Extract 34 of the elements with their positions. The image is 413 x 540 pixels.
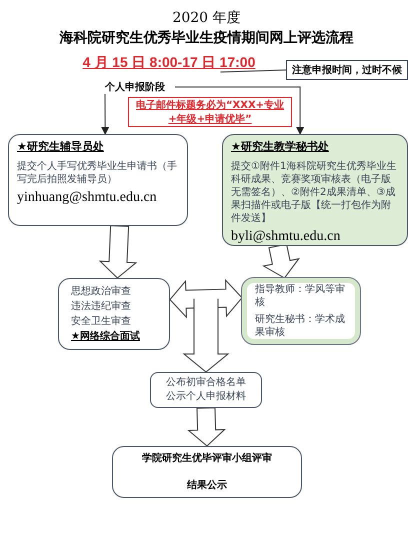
email-text: yinhuang@shmtu.edu.cn [17, 190, 158, 206]
node-text: 研究生秘书：学术成果审核 [255, 313, 346, 339]
stage-text: 个人申报阶段 [105, 80, 175, 94]
warning-box: 电子邮件标题务必为“XXX+专业+年级+申请优毕” [128, 97, 292, 127]
arrow [174, 86, 304, 135]
block-arrow [98, 225, 138, 279]
process-box [150, 372, 262, 408]
node-text: ★网络综合面试 [71, 330, 141, 344]
block-arrow [262, 244, 300, 279]
node-text: 安全卫生审查 [71, 314, 132, 329]
node-text: 提交个人手写优秀毕业生申请书（手写完后拍照发辅导员） [17, 160, 178, 186]
heading-text: ★研究生辅导员处 [17, 139, 105, 155]
note-box: 注意申报时间，过时不候 [286, 60, 408, 80]
process-box [8, 134, 188, 226]
node-text: 公布初审合格名单 [166, 376, 246, 390]
leader-line [220, 70, 286, 72]
title: 海科院研究生优秀毕业生疫情期间网上评选流程 [58, 28, 354, 48]
node-text: 学院研究生优毕评审小组评审 [142, 451, 272, 466]
process-box [222, 134, 408, 246]
block-arrow [182, 298, 230, 373]
node-text: 公示个人申报材料 [166, 390, 246, 404]
block-arrow [187, 407, 226, 447]
node-text: 思想政治审查 [71, 284, 132, 299]
node-text: 指导教师：学风等审核 [255, 283, 346, 309]
process-box [242, 278, 360, 344]
email-text: byli@shmtu.edu.cn [231, 228, 342, 244]
node-text: 结果公示 [187, 478, 227, 493]
year-text: 2020 年度 [171, 9, 242, 28]
node-text: 提交①附件1海科院研究生优秀毕业生科研成果、竞赛奖项审核表（电子版无需签名）、②附件2成果清单、③成果扫描件或电子版【统一打包作为附件发送】 [231, 160, 398, 224]
process-box [58, 278, 170, 350]
process-box [112, 446, 302, 498]
arrow [101, 94, 110, 135]
node-text: 违法违纪审查 [71, 300, 132, 314]
heading-text: ★研究生教学秘书处 [231, 139, 330, 155]
